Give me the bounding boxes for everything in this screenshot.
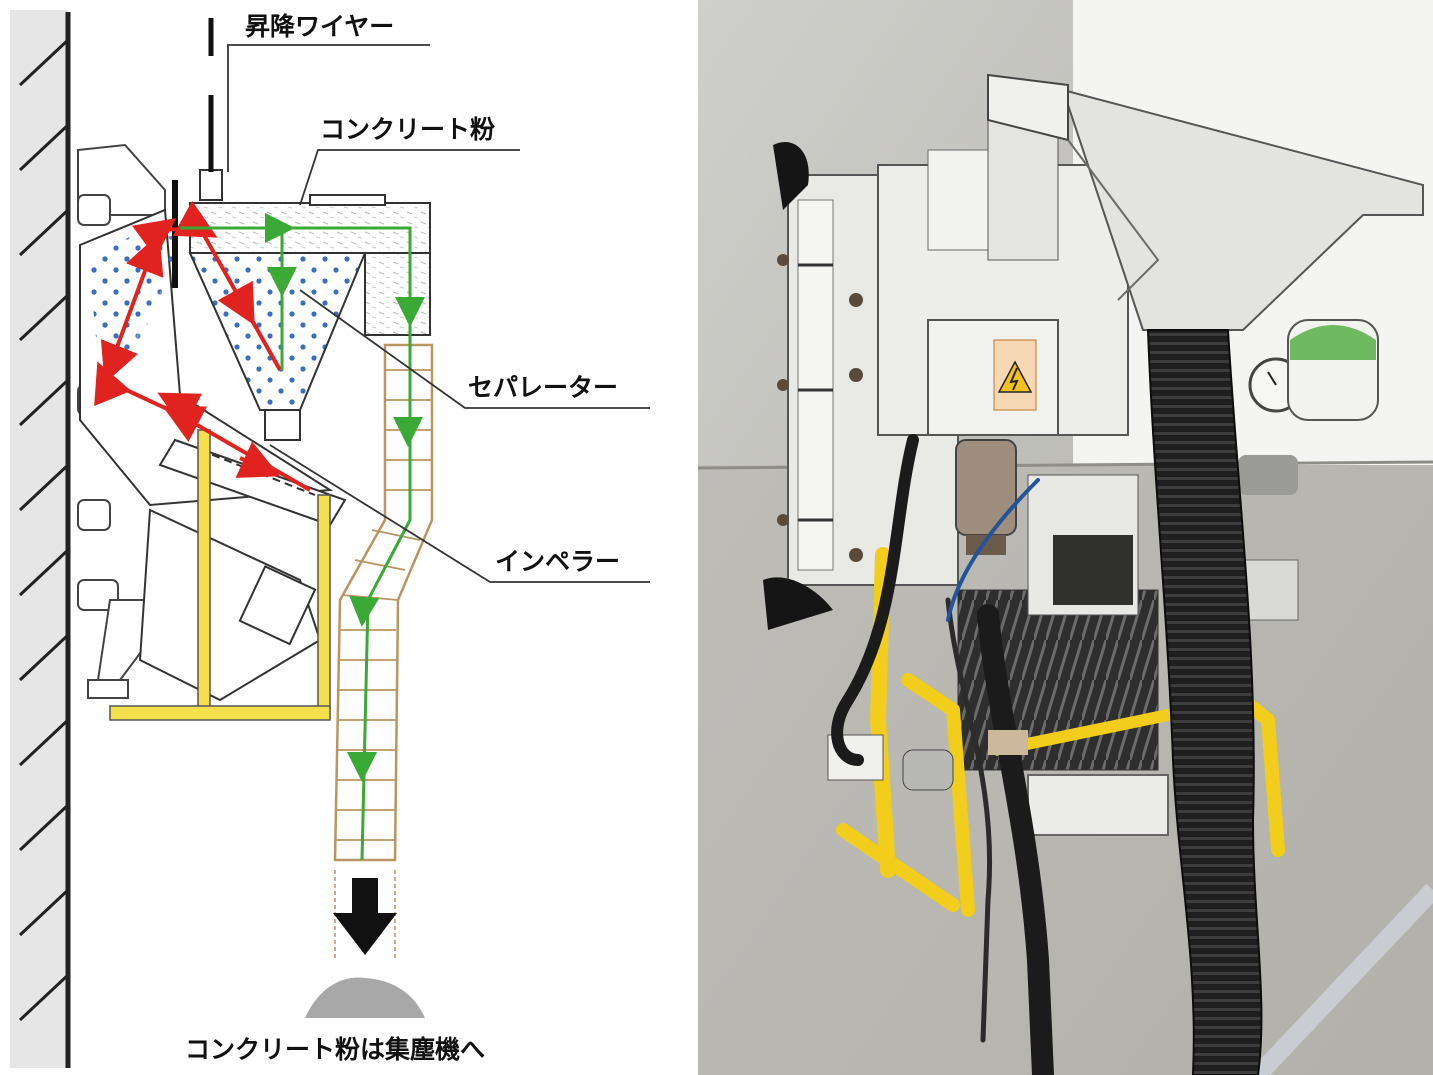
control-box	[927, 319, 1059, 436]
shot-blast-diagram: 昇降ワイヤー コンクリート粉 セパレーター インペラー コンクリート粉は集塵機へ	[10, 10, 650, 1068]
hopper	[987, 73, 1424, 331]
label-dust-collector: コンクリート粉は集塵機へ	[185, 1035, 485, 1064]
dust-flow-path	[180, 213, 425, 861]
label-impeller: インペラー	[495, 547, 620, 576]
concrete-wall	[10, 10, 71, 1068]
label-separator: セパレーター	[468, 373, 618, 402]
power-cables	[831, 434, 1054, 1075]
electric-hazard-icon	[997, 360, 1033, 393]
shot-flow-path	[94, 200, 311, 492]
down-arrow-icon	[333, 878, 397, 955]
exhaust-duct	[333, 343, 434, 960]
pressure-gauge	[1248, 319, 1379, 421]
machine-photo	[698, 0, 1433, 1075]
label-lift-wire: 昇降ワイヤー	[245, 12, 394, 41]
label-concrete-powder: コンクリート粉	[320, 115, 495, 144]
leader-lines	[227, 44, 650, 583]
dust-pile	[305, 977, 425, 1018]
